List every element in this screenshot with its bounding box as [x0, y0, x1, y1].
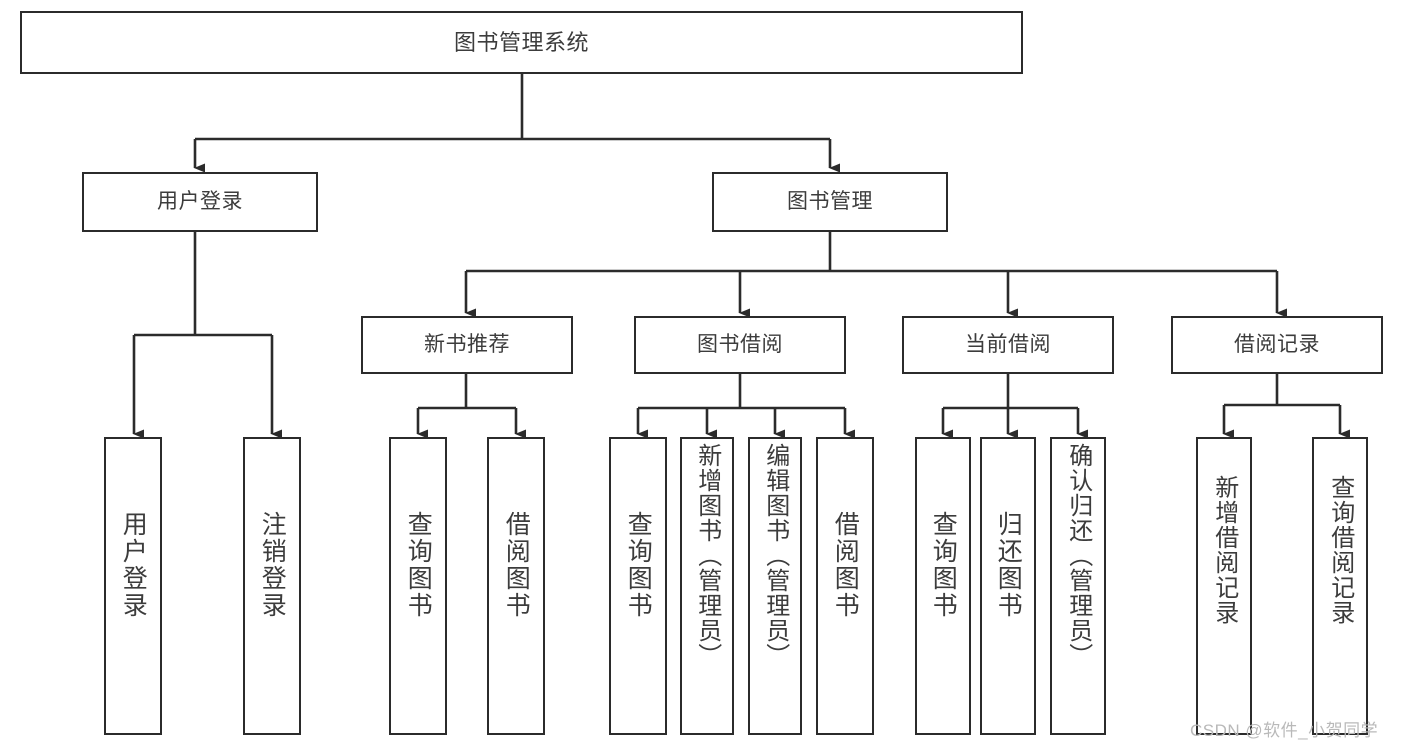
- node-label: 注销登录: [258, 511, 287, 619]
- node-label: 新增图书（管理员）: [693, 443, 721, 668]
- node-new-book-recommend[interactable]: 新书推荐: [361, 316, 573, 374]
- node-label: 查询借阅记录: [1326, 475, 1354, 625]
- node-label: 查询图书: [929, 511, 958, 619]
- node-leaf-user-login[interactable]: 用户登录: [104, 437, 162, 735]
- node-book-borrowing[interactable]: 图书借阅: [634, 316, 846, 374]
- node-leaf-query-borrow-record[interactable]: 查询借阅记录: [1312, 437, 1368, 735]
- node-label: 借阅记录: [1234, 332, 1320, 356]
- node-label: 查询图书: [404, 511, 433, 619]
- node-label: 编辑图书（管理员）: [761, 443, 789, 668]
- node-label: 图书管理: [787, 189, 873, 213]
- node-leaf-add-book-admin[interactable]: 新增图书（管理员）: [680, 437, 734, 735]
- node-leaf-query-book-current[interactable]: 查询图书: [915, 437, 971, 735]
- node-current-borrowing[interactable]: 当前借阅: [902, 316, 1114, 374]
- node-label: 新增借阅记录: [1210, 475, 1238, 625]
- node-user-login[interactable]: 用户登录: [82, 172, 318, 232]
- node-label: 图书借阅: [697, 332, 783, 356]
- node-leaf-add-borrow-record[interactable]: 新增借阅记录: [1196, 437, 1252, 735]
- node-leaf-query-book-recommend[interactable]: 查询图书: [389, 437, 447, 735]
- node-label: 借阅图书: [831, 511, 860, 619]
- node-leaf-query-book-borrow[interactable]: 查询图书: [609, 437, 667, 735]
- node-label: 确认归还（管理员）: [1064, 443, 1092, 668]
- node-label: 当前借阅: [965, 332, 1051, 356]
- node-label: 查询图书: [624, 511, 653, 619]
- node-leaf-confirm-return-admin[interactable]: 确认归还（管理员）: [1050, 437, 1106, 735]
- node-label: 图书管理系统: [453, 29, 589, 55]
- node-borrowing-records[interactable]: 借阅记录: [1171, 316, 1383, 374]
- node-label: 归还图书: [994, 511, 1023, 619]
- node-label: 用户登录: [119, 511, 148, 619]
- node-leaf-logout[interactable]: 注销登录: [243, 437, 301, 735]
- node-label: 借阅图书: [502, 511, 531, 619]
- node-leaf-borrow-book-recommend[interactable]: 借阅图书: [487, 437, 545, 735]
- node-book-management[interactable]: 图书管理: [712, 172, 948, 232]
- node-label: 新书推荐: [424, 332, 510, 356]
- node-root-system[interactable]: 图书管理系统: [20, 11, 1023, 74]
- node-leaf-borrow-book[interactable]: 借阅图书: [816, 437, 874, 735]
- node-label: 用户登录: [157, 189, 243, 213]
- node-leaf-return-book[interactable]: 归还图书: [980, 437, 1036, 735]
- csdn-watermark: CSDN @软件_小贺同学: [1190, 721, 1379, 740]
- node-leaf-edit-book-admin[interactable]: 编辑图书（管理员）: [748, 437, 802, 735]
